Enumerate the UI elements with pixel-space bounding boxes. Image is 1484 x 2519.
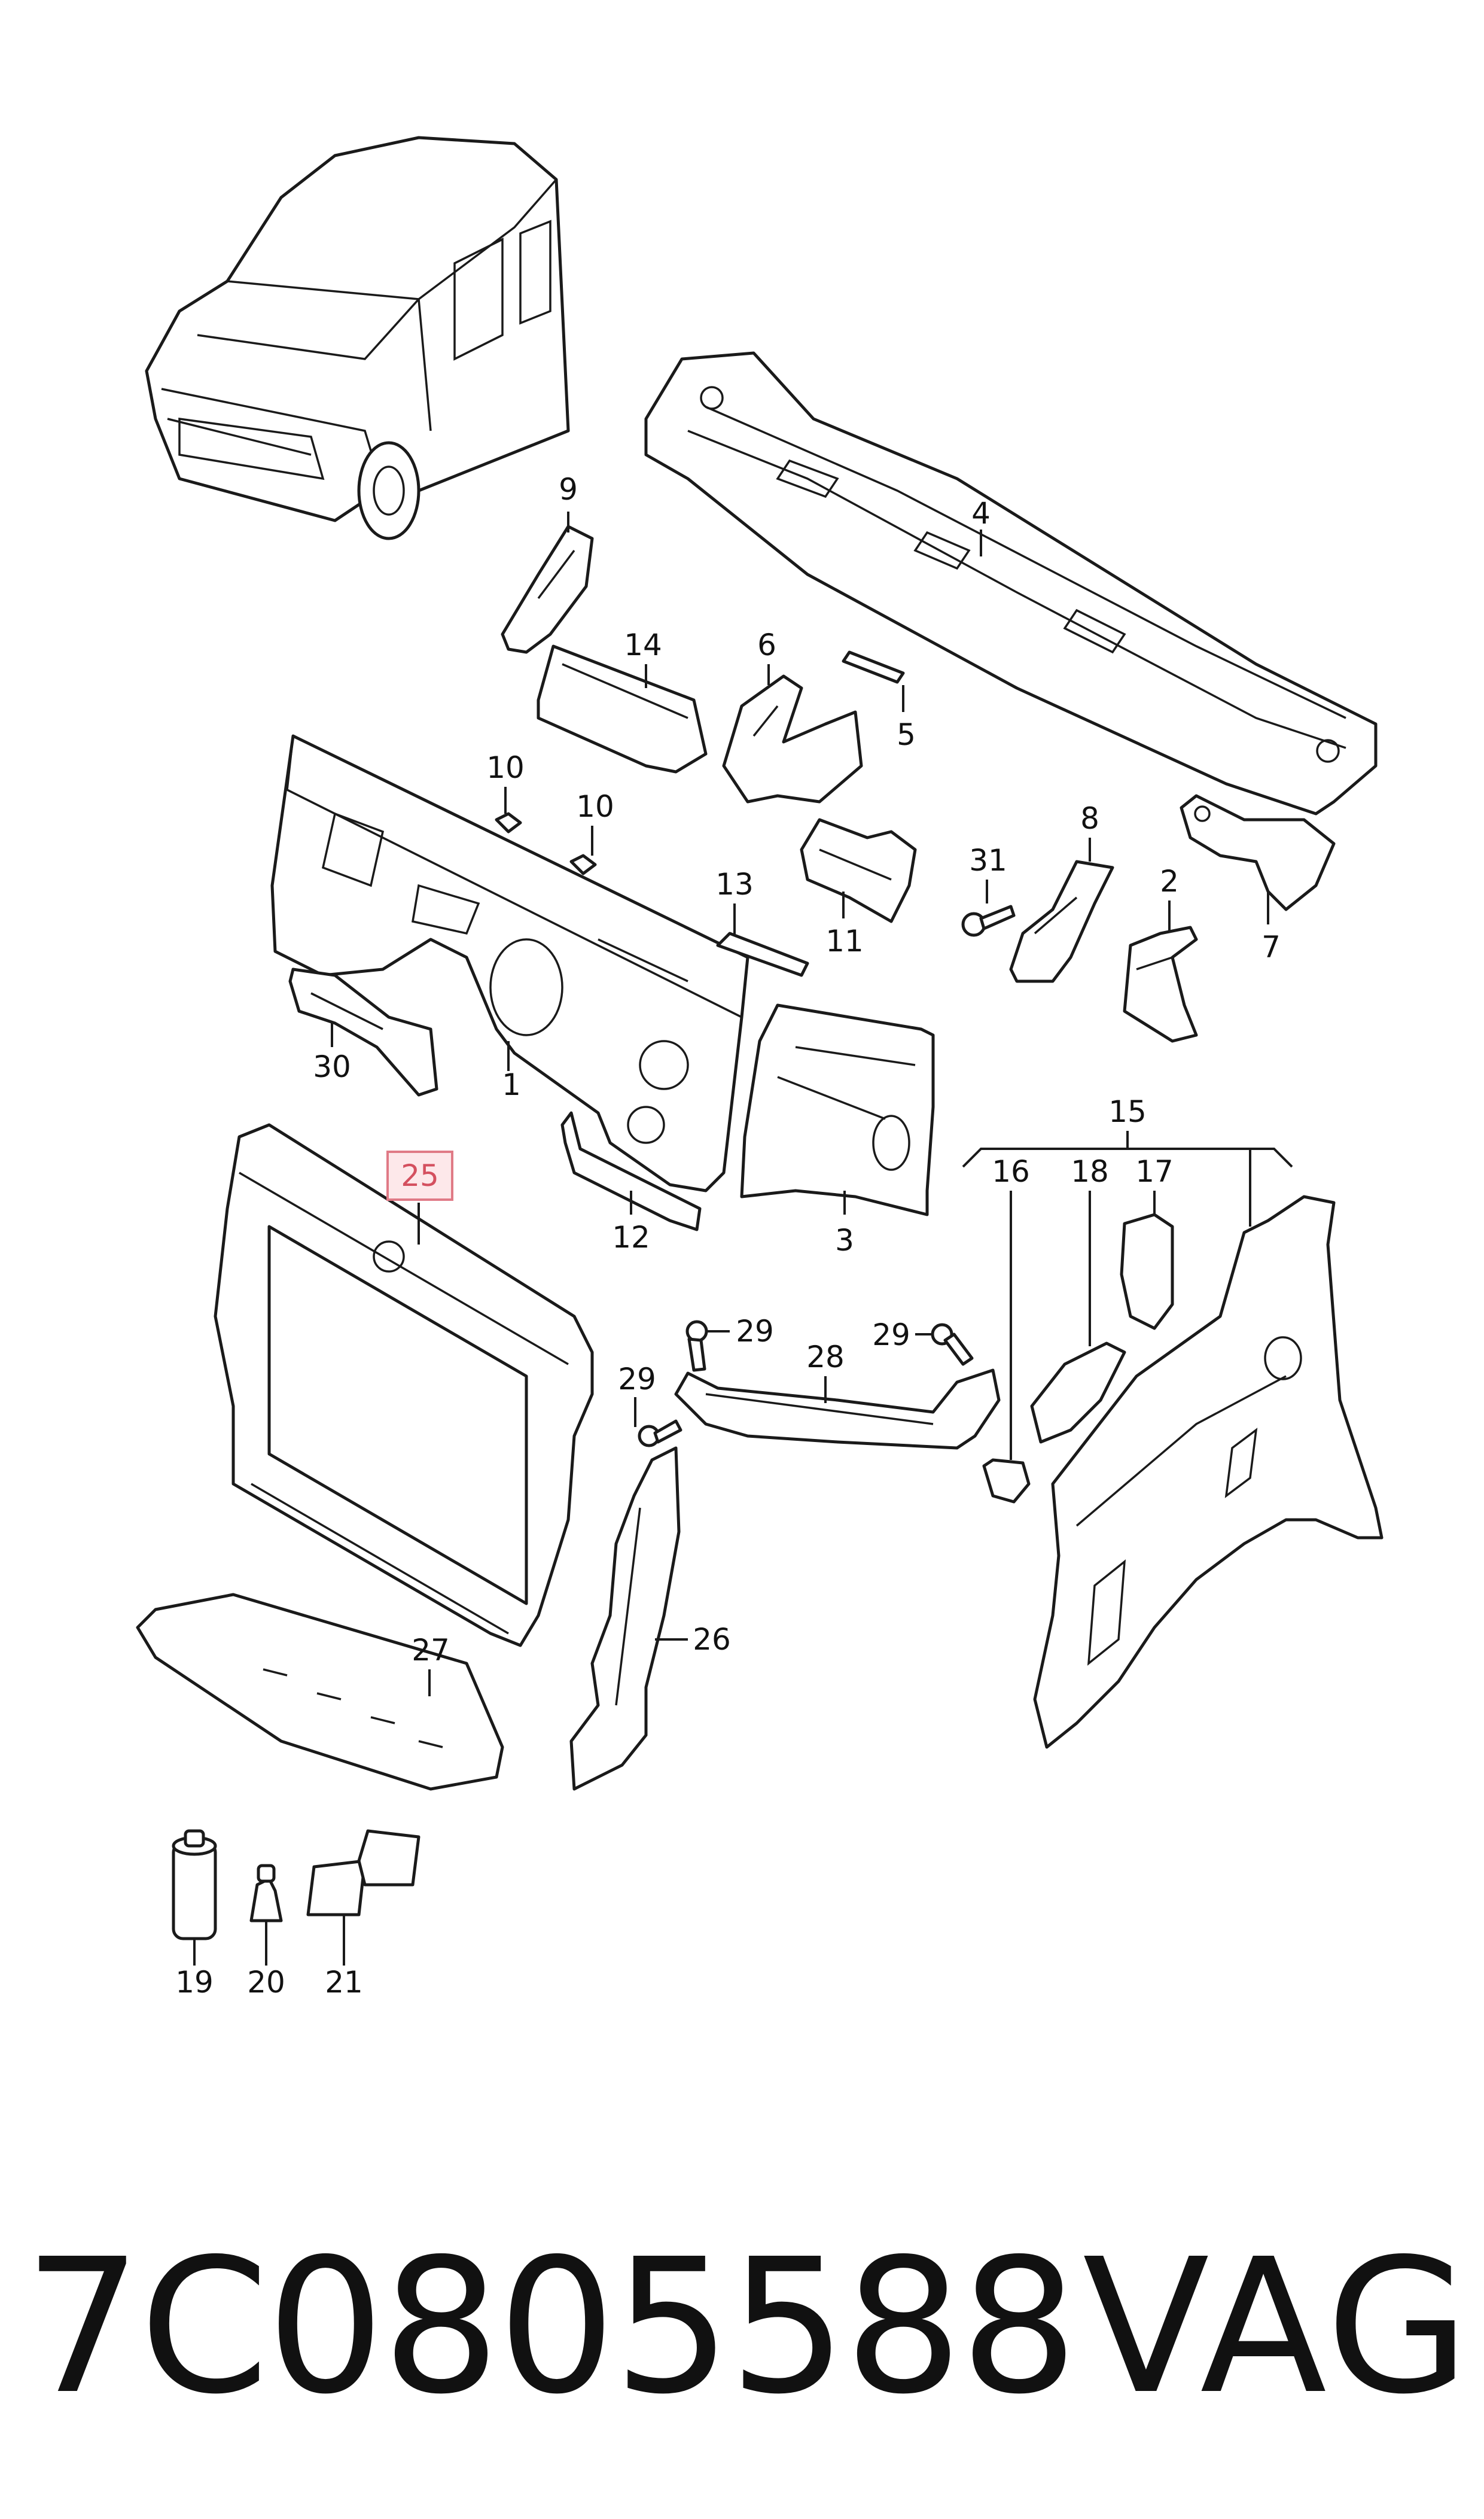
part-5-strip	[842, 650, 905, 684]
part-27-underbody-panel	[136, 1593, 504, 1791]
callout-26: 26	[693, 1622, 731, 1657]
callout-18: 18	[1071, 1154, 1109, 1189]
part-13-strip	[716, 932, 809, 977]
part-25-front-end-carrier	[214, 1123, 594, 1647]
part-1-front-bulkhead	[270, 734, 749, 1192]
callout-9: 9	[559, 472, 578, 507]
part-21-pads	[306, 1829, 420, 1916]
callout-2: 2	[1160, 864, 1179, 899]
part-2-bracket	[1123, 926, 1198, 1043]
part-15-side-assembly	[1033, 1195, 1384, 1749]
part-29-screw-a	[685, 1320, 708, 1372]
callout-29-b: 29	[872, 1318, 910, 1352]
callout-20: 20	[247, 1965, 285, 2000]
callout-21: 21	[325, 1965, 363, 2000]
part-11-bracket	[800, 818, 917, 923]
callout-10-a: 10	[486, 750, 525, 785]
part-18-bracket	[1030, 1341, 1126, 1444]
part-26-side-member	[569, 1446, 681, 1791]
van-overview-illustration	[145, 136, 570, 540]
callout-11: 11	[825, 924, 864, 959]
part-31-screw	[961, 905, 1016, 937]
part-14-panel	[537, 644, 708, 774]
callout-10-b: 10	[576, 789, 614, 824]
part-12-strap	[560, 1111, 702, 1231]
part-3-wheelhouse-panel	[740, 1003, 935, 1216]
part-4-upper-cross-member	[644, 351, 1378, 816]
exploded-parts-diagram: 4 9 14 6 5 1 10	[136, 136, 1384, 2000]
callout-29-a: 29	[736, 1314, 774, 1349]
part-10-clip-a	[495, 812, 522, 833]
callout-3: 3	[835, 1223, 854, 1258]
part-8-bracket	[1009, 860, 1114, 983]
part-30-bracket	[288, 968, 438, 1097]
part-20-plug	[249, 1864, 283, 1922]
part-16-bracket	[982, 1458, 1031, 1504]
callout-30: 30	[313, 1049, 351, 1084]
part-28-cross-brace	[674, 1368, 1001, 1450]
part-9-bracket	[501, 525, 594, 654]
callout-13: 13	[715, 867, 754, 902]
callout-28: 28	[806, 1340, 845, 1374]
part-number: 7C0805588	[24, 2219, 1078, 2435]
callout-6: 6	[757, 628, 776, 662]
callout-25-highlight	[386, 1151, 453, 1201]
part-17-bracket	[1120, 1213, 1174, 1330]
part-6-bracket	[722, 674, 863, 804]
callout-16: 16	[992, 1154, 1030, 1189]
callout-31: 31	[969, 843, 1007, 878]
callout-17: 17	[1135, 1154, 1174, 1189]
callout-12: 12	[612, 1220, 650, 1255]
callout-15: 15	[1108, 1094, 1147, 1129]
callout-5: 5	[897, 717, 916, 752]
footer: 7C0805588 VAG	[0, 2202, 1484, 2453]
part-10-clip-b	[569, 854, 597, 875]
part-29-screw-c	[638, 1419, 682, 1447]
brand-label: VAG	[1082, 2219, 1472, 2435]
callout-1: 1	[502, 1067, 521, 1102]
callout-27: 27	[412, 1633, 450, 1668]
part-19-cylinder	[172, 1829, 217, 1940]
callout-7: 7	[1261, 930, 1281, 965]
part-29-screw-b	[931, 1323, 974, 1366]
callout-19: 19	[175, 1965, 214, 2000]
part-7-bracket	[1180, 794, 1336, 911]
callout-4: 4	[971, 496, 991, 531]
callout-29-c: 29	[618, 1362, 656, 1397]
callout-25: 25	[401, 1158, 439, 1193]
callout-8: 8	[1080, 801, 1099, 836]
callout-14: 14	[624, 628, 662, 662]
